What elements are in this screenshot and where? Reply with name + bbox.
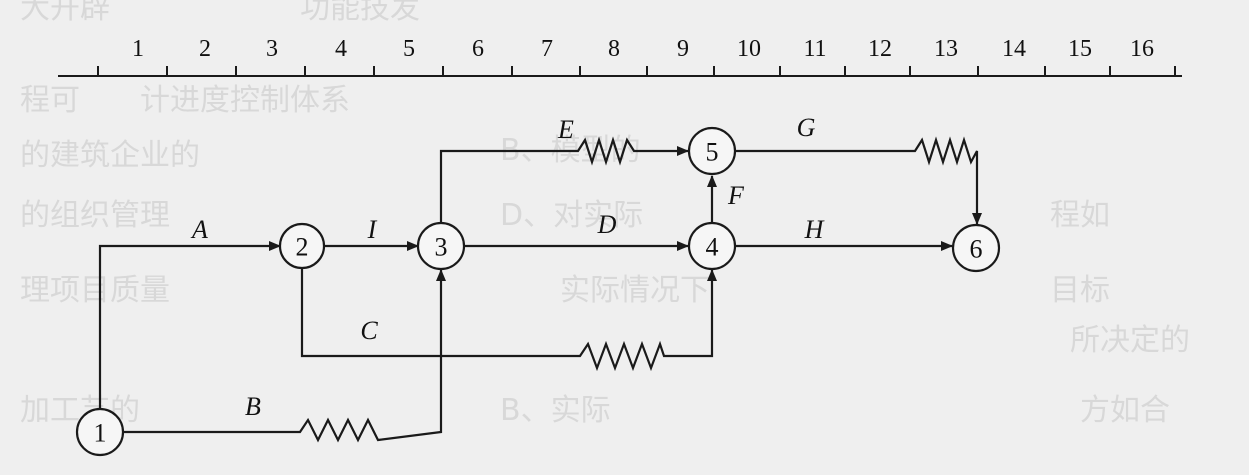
node-6-label: 6: [970, 235, 983, 264]
node-4: 4: [687, 221, 737, 271]
node-3-label: 3: [435, 233, 448, 262]
activity-label-f: F: [727, 181, 745, 210]
activity-b-arrow: [124, 269, 446, 443]
axis-tick-label: 12: [868, 36, 892, 62]
time-axis-labels: 1 2 3 4 5 6 7 8 9 10 11 12 13 14 15 16: [132, 36, 1154, 62]
node-5: 5: [687, 126, 737, 176]
activity-label-e: E: [557, 115, 574, 144]
svg-text:大开辟: 大开辟: [20, 0, 110, 26]
time-axis-ticks: [97, 66, 1176, 76]
axis-tick-label: 14: [1002, 36, 1026, 62]
node-3: 3: [416, 221, 466, 271]
axis-tick-label: 1: [132, 36, 144, 62]
axis-tick-label: 13: [934, 36, 958, 62]
axis-tick-label: 9: [677, 36, 689, 62]
activity-arrows: [98, 136, 982, 443]
node-2-label: 2: [296, 233, 309, 262]
svg-text:计进度控制体系: 计进度控制体系: [140, 83, 350, 118]
node-1: 1: [75, 407, 125, 457]
axis-tick-label: 5: [403, 36, 415, 62]
svg-text:程如: 程如: [1050, 198, 1110, 233]
svg-text:方如合: 方如合: [1080, 393, 1170, 428]
node-6: 6: [951, 223, 1001, 273]
activity-label-c: C: [360, 316, 378, 345]
axis-tick-label: 2: [199, 36, 211, 62]
activity-e-arrow: [439, 136, 689, 222]
node-4-label: 4: [706, 233, 719, 262]
activity-label-g: G: [797, 113, 816, 142]
activity-labels: A B C D E F G H I: [190, 113, 825, 421]
axis-tick-label: 4: [335, 36, 347, 62]
axis-tick-label: 8: [608, 36, 620, 62]
axis-tick-label: 7: [541, 36, 553, 62]
svg-text:实际情况下: 实际情况下: [560, 273, 710, 308]
axis-tick-label: 16: [1130, 36, 1154, 62]
node-2: 2: [278, 222, 326, 270]
activity-g-arrow: [736, 136, 982, 225]
svg-text:目标: 目标: [1050, 273, 1110, 308]
axis-tick-label: 6: [472, 36, 484, 62]
activity-label-h: H: [804, 215, 825, 244]
svg-text:功能技发: 功能技发: [300, 0, 420, 26]
network-nodes: 1 2 3 4 5 6: [75, 126, 1001, 457]
activity-label-i: I: [367, 215, 378, 244]
node-1-label: 1: [94, 419, 107, 448]
axis-tick-label: 11: [803, 36, 826, 62]
axis-tick-label: 15: [1068, 36, 1092, 62]
svg-text:所决定的: 所决定的: [1070, 323, 1190, 358]
activity-label-a: A: [190, 215, 208, 244]
activity-label-b: B: [245, 392, 261, 421]
axis-tick-label: 3: [266, 36, 278, 62]
axis-tick-label: 10: [737, 36, 761, 62]
svg-text:的组织管理: 的组织管理: [20, 198, 170, 233]
svg-text:的建筑企业的: 的建筑企业的: [20, 138, 200, 173]
svg-text:D、对实际: D、对实际: [500, 198, 643, 233]
activity-a-arrow: [98, 241, 281, 410]
activity-label-d: D: [597, 210, 617, 239]
svg-text:程可: 程可: [20, 83, 80, 118]
activity-c-arrow: [300, 268, 717, 372]
svg-text:B、实际: B、实际: [500, 393, 611, 428]
svg-text:理项目质量: 理项目质量: [20, 273, 170, 308]
time-scale: 1 2 3 4 5 6 7 8 9 10 11 12 13 14 15 16: [58, 36, 1182, 77]
node-5-label: 5: [706, 138, 719, 167]
